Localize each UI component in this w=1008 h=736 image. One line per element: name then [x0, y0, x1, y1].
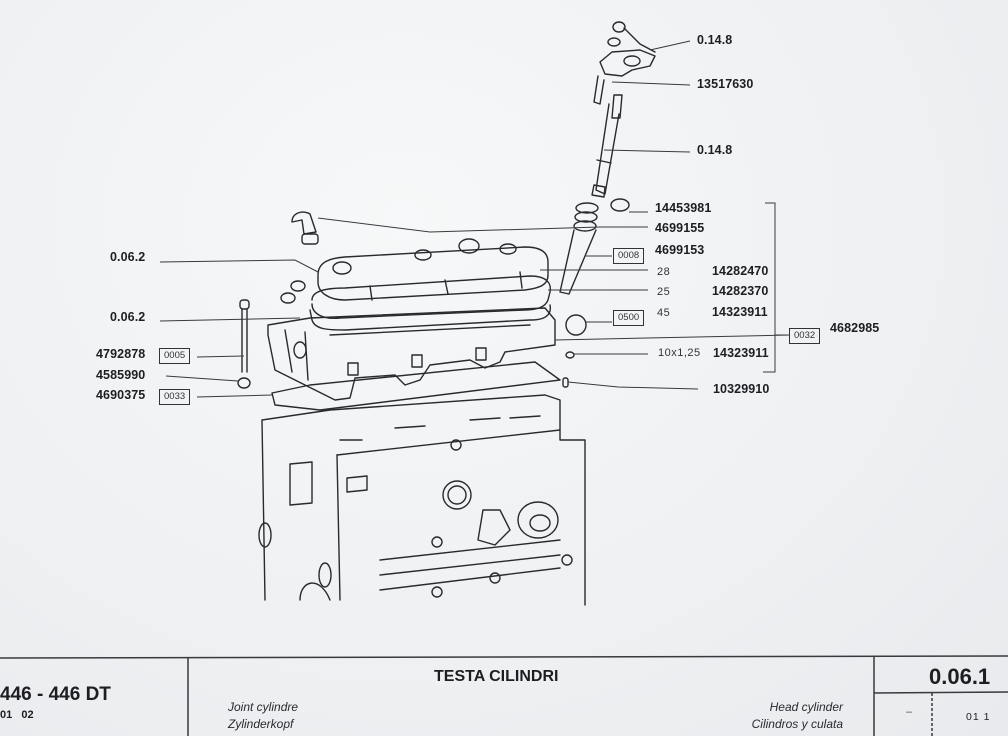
- callout-part[interactable]: 14282370: [712, 284, 769, 298]
- dowel: [562, 377, 569, 388]
- callout-part[interactable]: 14453981: [655, 201, 712, 215]
- callout-qty: 28: [657, 266, 671, 278]
- group-code-box: 0032: [789, 328, 821, 344]
- title-spanish: Cilindros y culata: [751, 717, 843, 731]
- cylinder-head: [267, 307, 556, 401]
- callout-qty: 45: [657, 307, 671, 319]
- copper-washer: [565, 314, 587, 336]
- callout-part[interactable]: 4699155: [655, 221, 705, 235]
- callout-qty: 10x1,25: [658, 347, 701, 359]
- callout-part[interactable]: 10329910: [713, 382, 770, 396]
- callout-part[interactable]: 4585990: [96, 368, 146, 382]
- callout-part[interactable]: 0.14.8: [697, 33, 733, 47]
- callout-code-box: 0033: [159, 389, 191, 405]
- callout-part[interactable]: 14323911: [712, 305, 768, 319]
- callout-part[interactable]: 0.14.8: [697, 143, 733, 157]
- title-french: Joint cylindre: [228, 700, 299, 714]
- revision-number: 01 1: [966, 711, 991, 723]
- callout-part[interactable]: 4792878: [96, 347, 146, 361]
- head-gasket: [271, 361, 561, 411]
- rocker-cover: [309, 238, 552, 331]
- model-name: 446 - 446 DT: [0, 684, 111, 705]
- callout-ref[interactable]: 0.06.2: [110, 250, 146, 264]
- callout-qty: 25: [657, 286, 671, 298]
- callout-part[interactable]: 14282470: [712, 264, 769, 278]
- plug: [565, 351, 575, 359]
- o-ring-top: [610, 198, 630, 212]
- callout-code-box: 0005: [159, 348, 191, 364]
- injector-clamp: [593, 21, 656, 105]
- callout-part[interactable]: 14323911: [713, 346, 769, 360]
- injector-body: [591, 94, 623, 198]
- callout-part[interactable]: 4699153: [655, 243, 705, 257]
- title-german: Zylinderkopf: [228, 717, 294, 731]
- callout-part[interactable]: 13517630: [697, 77, 754, 91]
- title-block-frame: [0, 655, 1008, 736]
- section-code: 0.06.1: [929, 664, 991, 689]
- variant-dash: –: [906, 706, 913, 718]
- page-title: TESTA CILINDRI: [434, 668, 559, 685]
- leader-lines: [159, 40, 791, 398]
- callout-code-box: 0008: [613, 248, 645, 264]
- callout-part[interactable]: 4690375: [96, 388, 146, 402]
- title-english: Head cylinder: [769, 700, 843, 714]
- callout-ref[interactable]: 0.06.2: [110, 310, 146, 324]
- model-variants: 01 02: [0, 709, 34, 721]
- group-part[interactable]: 4682985: [830, 321, 880, 335]
- breather-elbow: [291, 211, 317, 235]
- injector-sleeve: [559, 202, 599, 295]
- engine-block: [258, 394, 586, 606]
- head-bolt: [237, 299, 251, 389]
- callout-code-box: 0500: [613, 310, 645, 326]
